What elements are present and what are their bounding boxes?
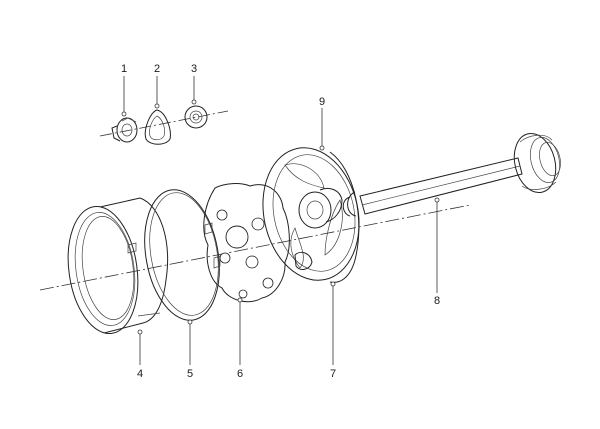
callout-1: 1 [121, 63, 127, 75]
callout-6: 6 [237, 368, 243, 380]
part-7-wheel [262, 147, 360, 283]
leader-lines [121, 76, 440, 365]
callout-7: 7 [330, 368, 336, 380]
part-6-plate [203, 183, 290, 303]
assembly-axis [39, 204, 471, 291]
callout-5: 5 [187, 368, 193, 380]
callout-8: 8 [434, 295, 440, 307]
callout-3: 3 [191, 63, 197, 75]
part-4-cover-ring [67, 197, 169, 335]
part-2-seal [144, 109, 171, 145]
part-1-bushing [111, 117, 138, 143]
callout-2: 2 [154, 63, 160, 75]
part-3-ring [184, 105, 208, 129]
callout-4: 4 [137, 368, 143, 380]
part-8-shaft [342, 132, 561, 217]
callout-9: 9 [319, 96, 325, 108]
part-5-gasket [144, 189, 221, 321]
